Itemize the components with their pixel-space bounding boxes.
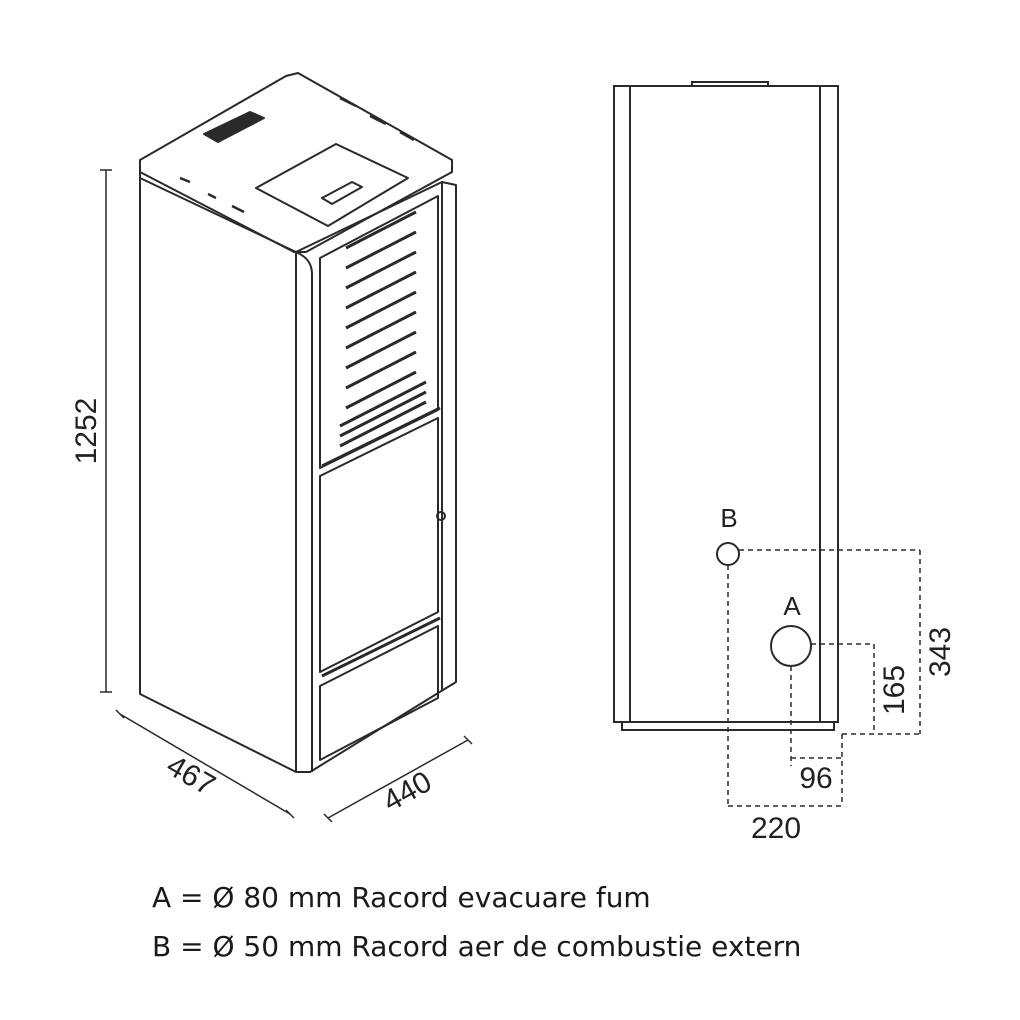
a-offset-dimension-label: 96 [799,762,832,795]
legend-connection-b: B = Ø 50 mm Racord aer de combustie exte… [152,930,802,963]
legend-connection-a: A = Ø 80 mm Racord evacuare fum [152,881,651,914]
depth-dimension-label: 467 [161,749,221,803]
lid-handle [321,181,363,205]
height-dimension-label: 1252 [70,398,103,465]
stove-isometric-view [139,72,457,773]
stove-left-panel [139,177,297,773]
connection-b-circle [716,542,740,566]
door-handle [436,511,446,521]
rear-top-cap [691,81,769,86]
fire-door [319,417,439,673]
stove-side-column [295,251,313,772]
a-height-dimension-label: 165 [878,665,911,715]
b-height-dimension-label: 343 [924,627,957,677]
rear-dimension-lines [727,549,921,807]
control-panel [203,111,265,143]
rear-outline [613,85,839,723]
width-dimension-label: 440 [378,765,438,818]
ash-drawer [319,625,439,761]
stove-rear-view [613,81,839,731]
connection-b-letter: B [720,503,737,533]
height-dimension-line [100,169,112,693]
connection-a-letter: A [783,591,801,621]
ventilation-louvres [339,210,427,448]
stove-front-frame [295,181,457,773]
connection-a-circle [770,625,812,667]
b-offset-dimension-label: 220 [751,812,801,845]
pellet-hopper-lid [255,143,409,227]
iso-dimension-lines [100,169,473,823]
stove-top [139,72,453,253]
width-dimension-line [323,735,473,823]
depth-dimension-line [115,709,295,819]
